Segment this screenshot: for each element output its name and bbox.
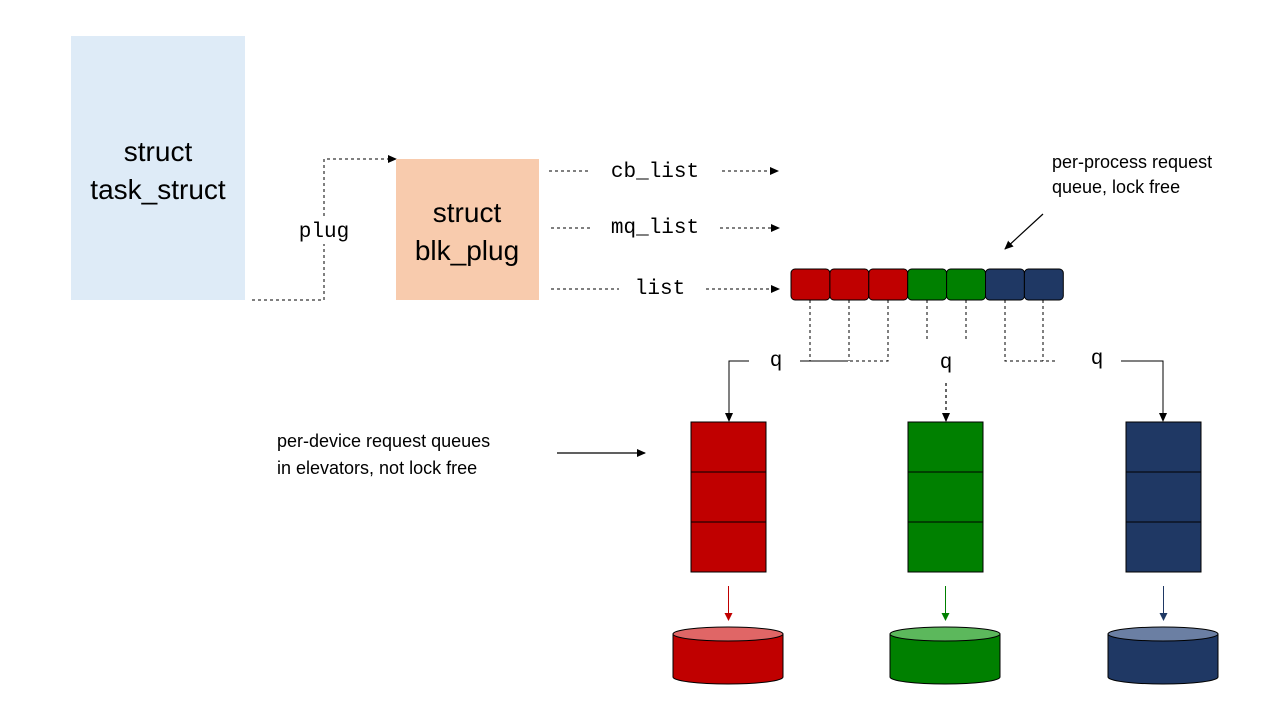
disk-body bbox=[889, 633, 1001, 685]
device-queue-red bbox=[690, 421, 767, 621]
plug-request-cell bbox=[868, 268, 909, 301]
disks bbox=[672, 626, 1219, 685]
device-queue-slot bbox=[690, 521, 767, 573]
disk-top bbox=[1107, 626, 1219, 642]
disk-top bbox=[672, 626, 784, 642]
plug-label: plug bbox=[299, 221, 349, 244]
disk-navy bbox=[1107, 626, 1219, 685]
disk-top bbox=[889, 626, 1001, 642]
q-arrow-red bbox=[725, 360, 749, 422]
cb-list-label: cb_list bbox=[611, 161, 699, 184]
task-struct-label-line2: task_struct bbox=[90, 174, 226, 205]
q-label-navy: q bbox=[1091, 348, 1104, 371]
device-queue-slot bbox=[907, 521, 984, 573]
q-label-green: q bbox=[940, 352, 953, 375]
q-label-red: q bbox=[770, 350, 783, 373]
device-queue-slot bbox=[907, 471, 984, 523]
per-process-note-line1: per-process request bbox=[1052, 152, 1212, 172]
plug-request-cell bbox=[1023, 268, 1064, 301]
disk-green bbox=[889, 626, 1001, 685]
plug-request-cell bbox=[985, 268, 1025, 301]
q-arrow-navy bbox=[1121, 360, 1167, 422]
plug-request-cell bbox=[907, 268, 948, 301]
device-queue-slot bbox=[1125, 421, 1202, 473]
device-queue-slot bbox=[1125, 521, 1202, 573]
plug-request-cell bbox=[946, 268, 986, 301]
task-struct-label-line1: struct bbox=[124, 136, 193, 167]
disk-red bbox=[672, 626, 784, 685]
plug-request-list bbox=[790, 268, 1064, 301]
per-device-note-line1: per-device request queues bbox=[277, 431, 490, 451]
device-queue-slot bbox=[690, 421, 767, 473]
blk-plug-box bbox=[396, 159, 539, 300]
plug-request-cell bbox=[790, 268, 831, 301]
per-device-note-line2: in elevators, not lock free bbox=[277, 458, 477, 478]
plug-request-cell bbox=[829, 268, 870, 301]
mq-list-label: mq_list bbox=[611, 217, 699, 240]
blk-plug-label-line2: blk_plug bbox=[415, 235, 519, 266]
device-queue-green bbox=[907, 421, 984, 621]
disk-body bbox=[1107, 633, 1219, 685]
per-process-note-arrow bbox=[1004, 213, 1044, 250]
per-process-note-line2: queue, lock free bbox=[1052, 177, 1180, 197]
device-queue-slot bbox=[907, 421, 984, 473]
plug-pointer-line bbox=[252, 155, 397, 301]
list-label: list bbox=[635, 278, 685, 301]
device-queue-navy bbox=[1125, 421, 1202, 621]
q-dotted-lines bbox=[800, 300, 1058, 362]
plug-label-bg bbox=[290, 216, 358, 244]
blk-plug-label-line1: struct bbox=[433, 197, 502, 228]
device-queues bbox=[690, 421, 1202, 621]
task-struct-box bbox=[71, 36, 245, 300]
device-queue-slot bbox=[1125, 471, 1202, 523]
device-queue-slot bbox=[690, 471, 767, 523]
disk-body bbox=[672, 633, 784, 685]
